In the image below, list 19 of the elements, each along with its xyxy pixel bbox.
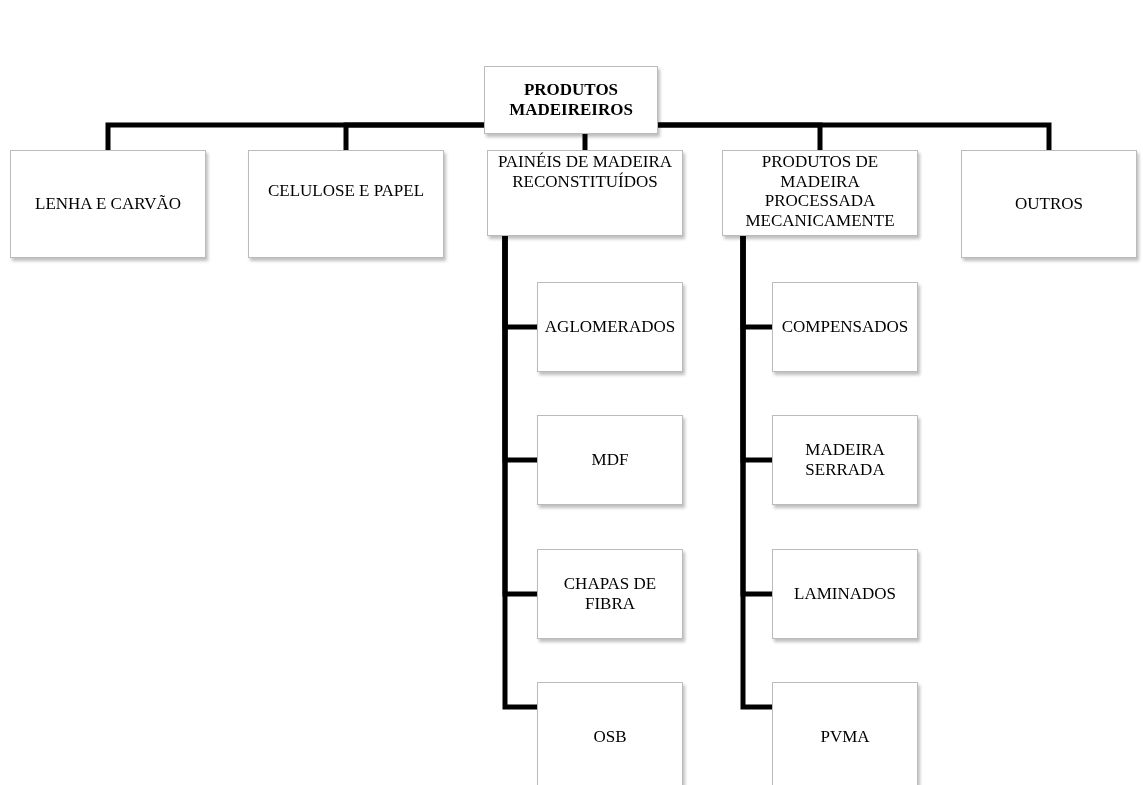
category-box: MADEIRA SERRADA <box>772 415 918 505</box>
category-box: PRODUTOS DE MADEIRA PROCESSADA MECANICAMENTE <box>722 150 918 236</box>
connector-line <box>502 236 537 710</box>
category-box: LAMINADOS <box>772 549 918 639</box>
category-box: CELULOSE E PAPEL <box>248 150 444 258</box>
connector-line <box>582 134 588 150</box>
root-box: PRODUTOS MADEIREIROS <box>484 66 658 134</box>
category-box: OSB <box>537 682 683 785</box>
connector-line <box>343 122 484 150</box>
category-box: PAINÉIS DE MADEIRA RECONSTITUÍDOS <box>487 150 683 236</box>
category-box: PVMA <box>772 682 918 785</box>
category-box: MDF <box>537 415 683 505</box>
category-box: OUTROS <box>961 150 1137 258</box>
connector-line <box>658 122 1052 150</box>
category-box: AGLOMERADOS <box>537 282 683 372</box>
category-box: COMPENSADOS <box>772 282 918 372</box>
category-box: CHAPAS DE FIBRA <box>537 549 683 639</box>
connector-line <box>740 236 772 710</box>
category-box: LENHA E CARVÃO <box>10 150 206 258</box>
